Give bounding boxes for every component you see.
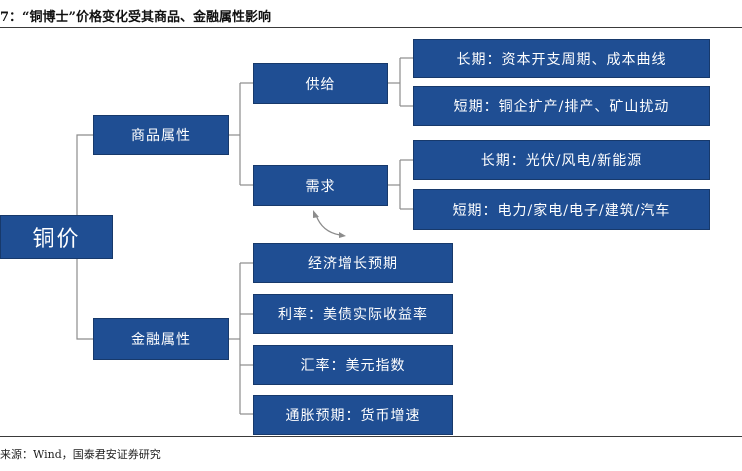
figure-title: 7：“铜博士”价格变化受其商品、金融属性影响	[0, 10, 272, 25]
root-node-copper-price: 铜价	[0, 215, 113, 259]
node-commodity-attribute: 商品属性	[93, 115, 229, 155]
node-supply-long: 长期：资本开支周期、成本曲线	[413, 39, 710, 78]
node-demand: 需求	[253, 165, 388, 206]
source-note: 来源：Wind，国泰君安证券研究	[0, 448, 161, 461]
node-interest-rate: 利率：美债实际收益率	[253, 294, 453, 334]
node-financial-attribute: 金融属性	[93, 318, 229, 360]
top-rule	[0, 27, 742, 28]
node-exchange-rate: 汇率：美元指数	[253, 345, 453, 385]
node-growth-expectation: 经济增长预期	[253, 243, 453, 283]
node-demand-short: 短期：电力/家电/电子/建筑/汽车	[413, 189, 710, 230]
node-supply: 供给	[253, 63, 388, 104]
node-demand-long: 长期：光伏/风电/新能源	[413, 140, 710, 180]
node-inflation-expectation: 通胀预期：货币增速	[253, 395, 453, 435]
bottom-rule	[0, 436, 742, 437]
node-supply-short: 短期：铜企扩产/排产、矿山扰动	[413, 86, 710, 126]
